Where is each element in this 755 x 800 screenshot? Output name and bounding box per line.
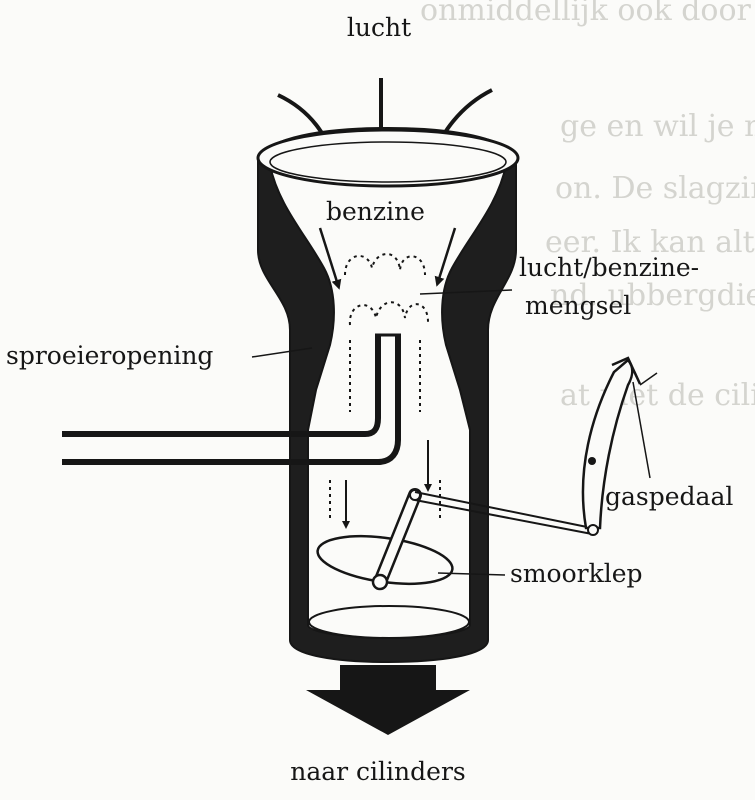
intake-rim (256, 128, 520, 188)
mixture-swirls (329, 253, 441, 520)
label-pedal: gaspedaal (605, 482, 733, 511)
outlet-rim (308, 605, 470, 639)
throttle-valve (316, 488, 454, 591)
flow-down-arrows (342, 440, 432, 529)
label-mixture-2: mengsel (525, 291, 631, 320)
svg-text:onmiddellijk ook door: onmiddellijk ook door (420, 0, 752, 28)
gas-pedal-lever (581, 356, 642, 536)
label-air: lucht (347, 13, 411, 42)
show-through-text: onmiddellijk ook door ge en wil je met j… (420, 0, 755, 413)
svg-text:at niet de cilinders om: at niet de cilinders om (560, 378, 755, 413)
fuel-jet-tube (62, 333, 401, 465)
fuel-arrows (318, 227, 457, 290)
label-jet: sproeieropening (6, 341, 213, 370)
label-throttle: smoorklep (510, 559, 643, 588)
output-arrow (306, 665, 470, 735)
svg-text:eer. Ik kan altijd bij mijn vl: eer. Ik kan altijd bij mijn vluchten die (545, 225, 755, 260)
label-outlet: naar cilinders (290, 757, 465, 786)
svg-text:on. De slagzin is in tweede: on. De slagzin is in tweede (555, 171, 755, 206)
label-fuel: benzine (326, 197, 425, 226)
leader-lines (251, 289, 658, 576)
label-mixture-1: lucht/benzine- (519, 253, 699, 282)
svg-text:ge en wil je met je auto vlug: ge en wil je met je auto vlug (560, 109, 755, 144)
linkage-rod (414, 491, 593, 535)
svg-text:nd. ubbergdiepen van in: nd. ubbergdiepen van in (550, 278, 755, 313)
